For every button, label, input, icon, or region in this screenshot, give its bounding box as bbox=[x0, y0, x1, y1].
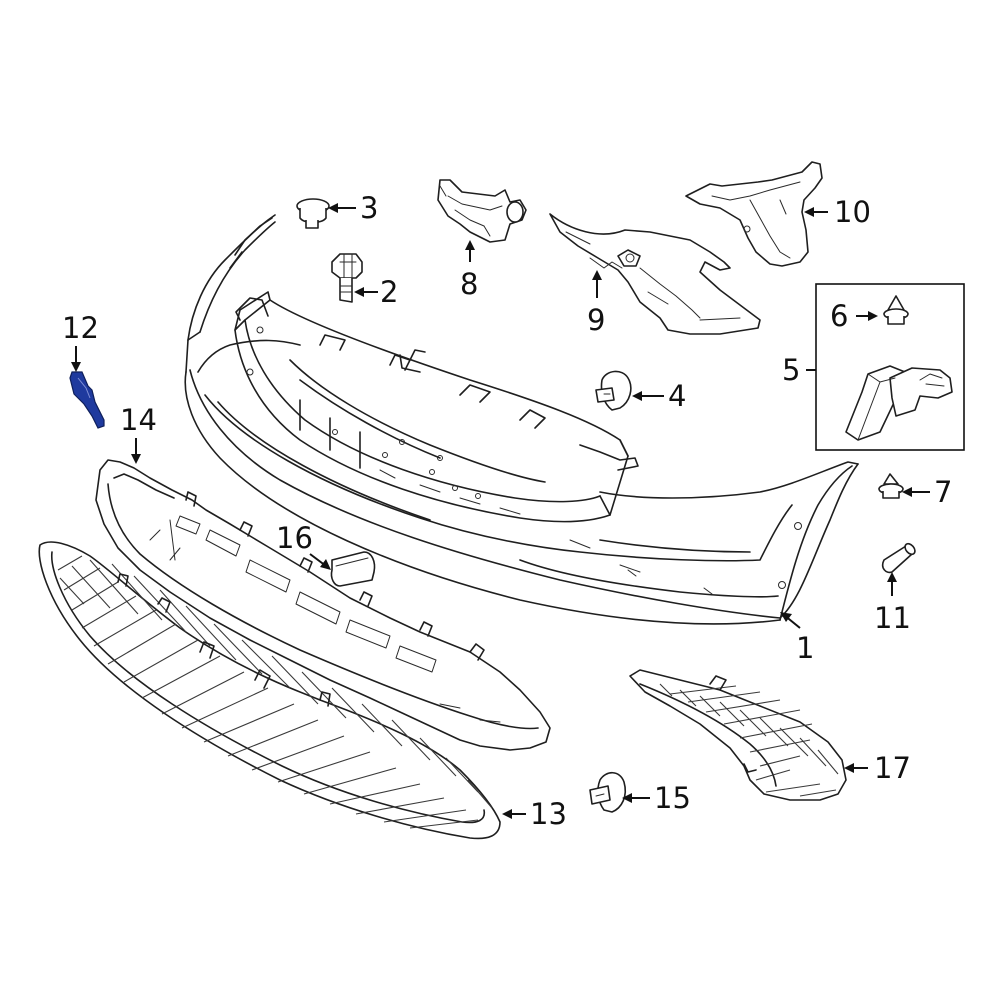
callout-3: 3 bbox=[360, 191, 378, 225]
callout-14: 14 bbox=[120, 403, 157, 437]
callout-leaders bbox=[71, 203, 930, 819]
callout-17: 17 bbox=[874, 751, 911, 785]
part-rivet-4[interactable] bbox=[595, 370, 632, 411]
part-bumper-cover[interactable] bbox=[184, 214, 859, 625]
part-frame-14[interactable] bbox=[95, 459, 551, 751]
callout-4: 4 bbox=[668, 379, 686, 413]
part-group-box-5 bbox=[815, 283, 965, 451]
callout-16: 16 bbox=[276, 521, 313, 555]
part-bracket-12-highlighted[interactable] bbox=[69, 371, 105, 429]
callout-1: 1 bbox=[796, 631, 814, 665]
part-bracket-8[interactable] bbox=[437, 179, 527, 243]
callout-2: 2 bbox=[380, 275, 398, 309]
callout-11: 11 bbox=[874, 601, 911, 635]
callout-15: 15 bbox=[654, 781, 691, 815]
callout-10: 10 bbox=[834, 195, 871, 229]
callout-6: 6 bbox=[830, 299, 848, 333]
part-bolt[interactable] bbox=[331, 253, 363, 303]
callout-12: 12 bbox=[62, 311, 99, 345]
part-bracket-9[interactable] bbox=[549, 213, 761, 335]
part-lower-grille-13[interactable] bbox=[38, 541, 501, 840]
callout-labels: 1 2 3 4 5 6 7 8 9 10 11 12 13 14 15 16 1… bbox=[62, 191, 952, 831]
part-side-grille-17[interactable] bbox=[629, 669, 847, 801]
part-clip-7[interactable] bbox=[878, 473, 904, 499]
part-rivet-15[interactable] bbox=[589, 771, 627, 813]
callout-5: 5 bbox=[782, 353, 800, 387]
callout-13: 13 bbox=[530, 797, 567, 831]
callout-8: 8 bbox=[460, 267, 478, 301]
grille-mesh-13 bbox=[57, 555, 493, 829]
part-cover-16[interactable] bbox=[330, 551, 376, 587]
part-bracket-5[interactable] bbox=[845, 365, 953, 441]
part-clip-6[interactable] bbox=[883, 295, 909, 325]
part-bracket-10[interactable] bbox=[685, 161, 823, 267]
part-pin-11[interactable] bbox=[881, 542, 917, 574]
part-push-clip-3[interactable] bbox=[296, 198, 330, 229]
callout-9: 9 bbox=[587, 303, 605, 337]
callout-7: 7 bbox=[934, 475, 952, 509]
grille-mesh-17 bbox=[659, 683, 839, 797]
